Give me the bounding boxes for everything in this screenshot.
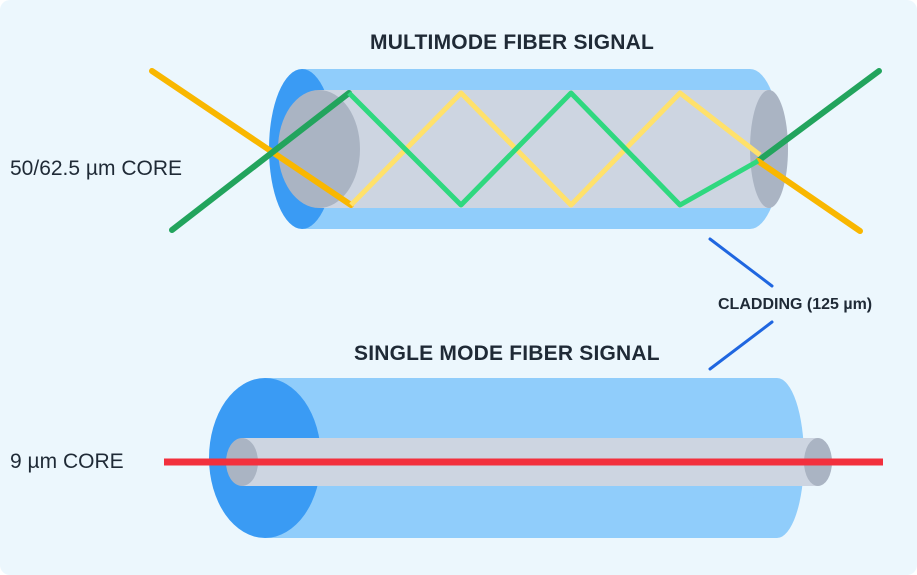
multimode-fiber: [149, 68, 882, 234]
multimode-core-label: 50/62.5 µm CORE: [10, 157, 182, 180]
multimode-ray-yellow-zigzag: [349, 90, 762, 208]
multimode-ray-orange-in: [149, 68, 354, 208]
singlemode-fiber: [164, 378, 883, 538]
singlemode-core-label: 9 µm CORE: [10, 450, 124, 473]
multimode-core-body: [319, 90, 769, 208]
multimode-title: MULTIMODE FIBER SIGNAL: [370, 31, 654, 54]
cladding-pointer-upper: [708, 237, 774, 288]
cladding-pointer-lower: [708, 320, 774, 371]
multimode-ray-darkgreen-in: [169, 90, 352, 233]
multimode-ray-green-zigzag: [347, 90, 760, 208]
multimode-ray-orange-out: [755, 158, 863, 234]
singlemode-title: SINGLE MODE FIBER SIGNAL: [354, 342, 660, 365]
multimode-ray-darkgreen-out: [755, 68, 882, 164]
cladding-label: CLADDING (125 µm): [718, 296, 873, 313]
multimode-core-front-end: [278, 90, 360, 208]
